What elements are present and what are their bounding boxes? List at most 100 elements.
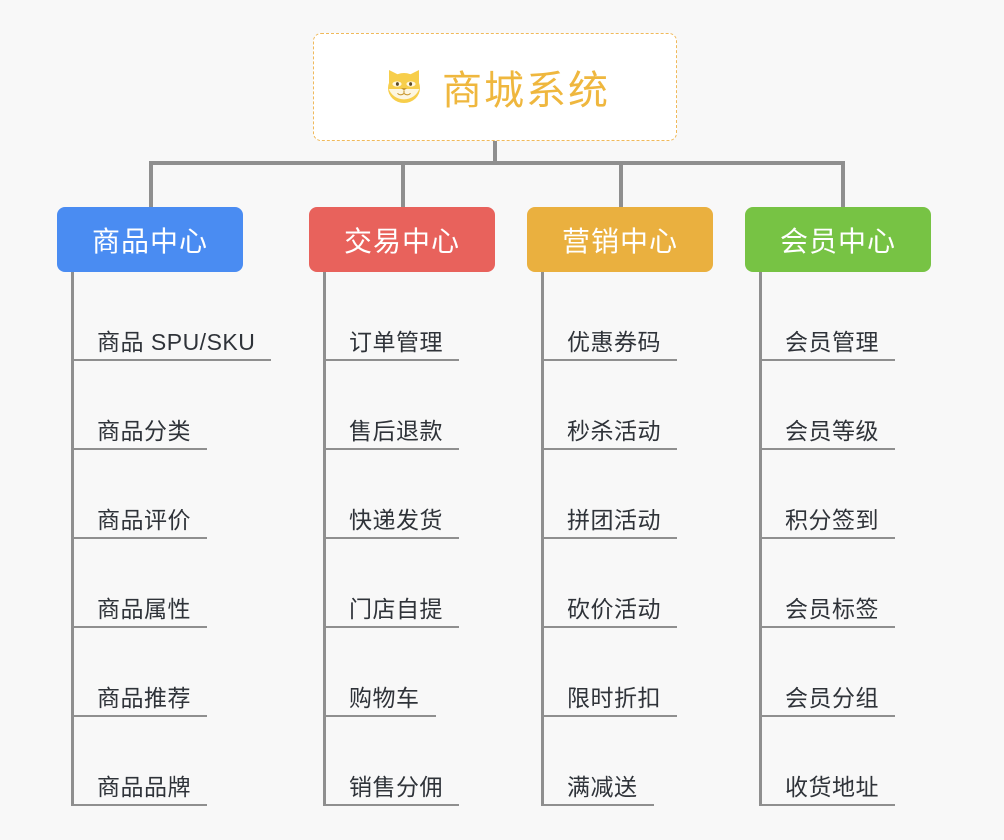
leaf-underline bbox=[541, 804, 654, 806]
leaf-label: 商品分类 bbox=[97, 418, 191, 444]
leaf-underline bbox=[759, 715, 895, 717]
leaf-label: 门店自提 bbox=[349, 596, 443, 622]
leaf-label: 商品推荐 bbox=[97, 685, 191, 711]
leaf-underline bbox=[71, 804, 207, 806]
leaf-underline bbox=[71, 537, 207, 539]
branch-spine bbox=[541, 272, 544, 806]
branch-items-trade-center: 订单管理 售后退款 快递发货 门店自提 购物车 销售分佣 bbox=[323, 272, 495, 806]
branch-items-marketing-center: 优惠券码 秒杀活动 拼团活动 砍价活动 限时折扣 满减送 bbox=[541, 272, 713, 806]
root-node[interactable]: 商城系统 bbox=[313, 33, 677, 141]
leaf-label: 积分签到 bbox=[785, 507, 879, 533]
branch-items-member-center: 会员管理 会员等级 积分签到 会员标签 会员分组 收货地址 bbox=[759, 272, 931, 806]
list-item[interactable]: 拼团活动 bbox=[541, 450, 713, 539]
leaf-label: 销售分佣 bbox=[349, 774, 443, 800]
leaf-label: 售后退款 bbox=[349, 418, 443, 444]
leaf-underline bbox=[541, 448, 677, 450]
leaf-label: 购物车 bbox=[349, 685, 420, 711]
list-item[interactable]: 商品 SPU/SKU bbox=[71, 272, 271, 361]
leaf-label: 拼团活动 bbox=[567, 507, 661, 533]
list-item[interactable]: 会员分组 bbox=[759, 628, 931, 717]
leaf-label: 商品 SPU/SKU bbox=[97, 329, 256, 355]
list-item[interactable]: 优惠券码 bbox=[541, 272, 713, 361]
leaf-label: 限时折扣 bbox=[567, 685, 661, 711]
leaf-underline bbox=[323, 626, 459, 628]
list-item[interactable]: 限时折扣 bbox=[541, 628, 713, 717]
root-title: 商城系统 bbox=[442, 69, 610, 113]
branch-header-member-center[interactable]: 会员中心 bbox=[745, 207, 931, 272]
branch-header-trade-center[interactable]: 交易中心 bbox=[309, 207, 495, 272]
list-item[interactable]: 会员等级 bbox=[759, 361, 931, 450]
leaf-label: 快递发货 bbox=[349, 507, 443, 533]
branch-header-product-center[interactable]: 商品中心 bbox=[57, 207, 243, 272]
leaf-label: 商品属性 bbox=[97, 596, 191, 622]
leaf-underline bbox=[759, 804, 895, 806]
leaf-label: 会员标签 bbox=[785, 596, 879, 622]
list-item[interactable]: 砍价活动 bbox=[541, 539, 713, 628]
list-item[interactable]: 商品属性 bbox=[71, 539, 243, 628]
connector-drop-1 bbox=[149, 161, 153, 207]
list-item[interactable]: 秒杀活动 bbox=[541, 361, 713, 450]
leaf-label: 会员分组 bbox=[785, 685, 879, 711]
leaf-label: 商品评价 bbox=[97, 507, 191, 533]
leaf-underline bbox=[323, 359, 459, 361]
list-item[interactable]: 满减送 bbox=[541, 717, 713, 806]
leaf-label: 满减送 bbox=[567, 774, 638, 800]
leaf-underline bbox=[71, 359, 271, 361]
leaf-underline bbox=[759, 537, 895, 539]
leaf-label: 会员等级 bbox=[785, 418, 879, 444]
leaf-underline bbox=[541, 537, 677, 539]
leaf-underline bbox=[759, 359, 895, 361]
connector-root-stem bbox=[493, 141, 497, 165]
list-item[interactable]: 订单管理 bbox=[323, 272, 495, 361]
list-item[interactable]: 快递发货 bbox=[323, 450, 495, 539]
branch-spine bbox=[759, 272, 762, 806]
leaf-label: 订单管理 bbox=[349, 329, 443, 355]
connector-drop-4 bbox=[841, 161, 845, 207]
branch-member-center: 会员中心 会员管理 会员等级 积分签到 会员标签 会员分组 bbox=[745, 207, 931, 806]
leaf-label: 优惠券码 bbox=[567, 329, 661, 355]
branch-product-center: 商品中心 商品 SPU/SKU 商品分类 商品评价 商品属性 商品推荐 bbox=[57, 207, 271, 806]
shiba-dog-face-icon bbox=[380, 63, 428, 111]
leaf-label: 会员管理 bbox=[785, 329, 879, 355]
leaf-underline bbox=[759, 626, 895, 628]
list-item[interactable]: 会员管理 bbox=[759, 272, 931, 361]
list-item[interactable]: 门店自提 bbox=[323, 539, 495, 628]
leaf-label: 收货地址 bbox=[785, 774, 879, 800]
list-item[interactable]: 收货地址 bbox=[759, 717, 931, 806]
list-item[interactable]: 售后退款 bbox=[323, 361, 495, 450]
branch-trade-center: 交易中心 订单管理 售后退款 快递发货 门店自提 购物车 bbox=[309, 207, 495, 806]
list-item[interactable]: 会员标签 bbox=[759, 539, 931, 628]
leaf-underline bbox=[541, 715, 677, 717]
connector-drop-3 bbox=[619, 161, 623, 207]
branch-label: 会员中心 bbox=[779, 225, 896, 257]
leaf-label: 秒杀活动 bbox=[567, 418, 661, 444]
list-item[interactable]: 商品评价 bbox=[71, 450, 243, 539]
list-item[interactable]: 商品推荐 bbox=[71, 628, 243, 717]
branch-spine bbox=[71, 272, 74, 806]
leaf-underline bbox=[323, 804, 459, 806]
list-item[interactable]: 购物车 bbox=[323, 628, 495, 717]
branch-header-marketing-center[interactable]: 营销中心 bbox=[527, 207, 713, 272]
leaf-underline bbox=[541, 359, 677, 361]
leaf-underline bbox=[759, 448, 895, 450]
leaf-underline bbox=[541, 626, 677, 628]
list-item[interactable]: 商品分类 bbox=[71, 361, 243, 450]
list-item[interactable]: 商品品牌 bbox=[71, 717, 243, 806]
branch-label: 商品中心 bbox=[91, 225, 208, 257]
leaf-underline bbox=[323, 715, 436, 717]
connector-horizontal-bus bbox=[149, 161, 845, 165]
leaf-label: 砍价活动 bbox=[567, 596, 661, 622]
leaf-underline bbox=[71, 715, 207, 717]
leaf-underline bbox=[323, 537, 459, 539]
leaf-underline bbox=[71, 626, 207, 628]
list-item[interactable]: 积分签到 bbox=[759, 450, 931, 539]
branch-spine bbox=[323, 272, 326, 806]
branch-label: 交易中心 bbox=[343, 225, 460, 257]
leaf-label: 商品品牌 bbox=[97, 774, 191, 800]
branch-items-product-center: 商品 SPU/SKU 商品分类 商品评价 商品属性 商品推荐 商品品牌 bbox=[71, 272, 271, 806]
leaf-underline bbox=[323, 448, 459, 450]
leaf-underline bbox=[71, 448, 207, 450]
connector-drop-2 bbox=[401, 161, 405, 207]
list-item[interactable]: 销售分佣 bbox=[323, 717, 495, 806]
